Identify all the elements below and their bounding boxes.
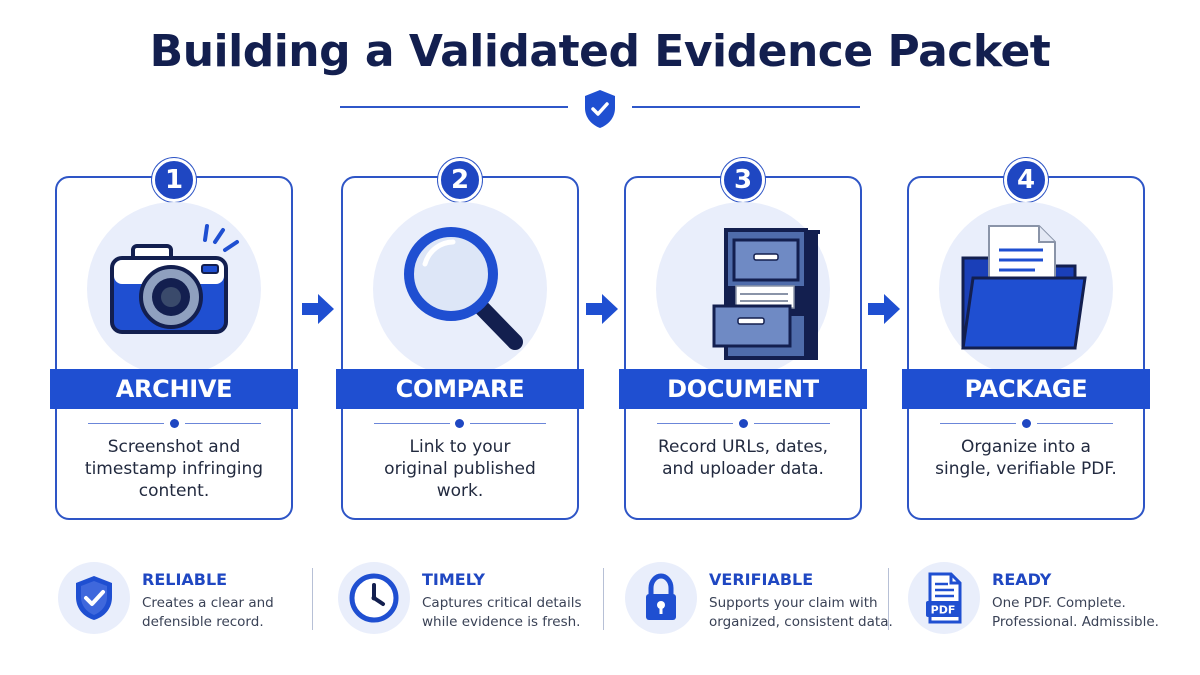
- camera-icon: [110, 224, 239, 334]
- pdf-label: PDF: [931, 604, 956, 617]
- icon-background: [939, 202, 1113, 376]
- step-card-archive: 1: [55, 158, 293, 520]
- padlock-icon: [646, 573, 676, 620]
- shield-check-icon: [585, 90, 615, 128]
- benefit-ready: PDF READY One PDF. Complete.Professional…: [908, 560, 1168, 640]
- folder-icon: [961, 225, 1087, 350]
- separator: [185, 423, 261, 424]
- step-card-package: 4: [907, 158, 1145, 520]
- separator: [470, 423, 546, 424]
- arrow-right-icon: [586, 294, 618, 324]
- separator: [1037, 423, 1113, 424]
- icon-background: [625, 562, 697, 634]
- benefit-title: VERIFIABLE: [709, 570, 814, 589]
- separator-dot: [170, 419, 179, 428]
- separator: [754, 423, 830, 424]
- benefit-title: READY: [992, 570, 1052, 589]
- benefit-title: TIMELY: [422, 570, 486, 589]
- benefit-text: One PDF. Complete.Professional. Admissib…: [992, 595, 1159, 630]
- divider: [603, 568, 604, 630]
- separator-dot: [739, 419, 748, 428]
- shield-check-icon: [76, 576, 112, 620]
- step-number: 2: [438, 158, 482, 202]
- icon-background: [87, 202, 261, 376]
- step-banner-document: DOCUMENT: [619, 369, 867, 409]
- separator: [374, 423, 450, 424]
- step-number: 3: [721, 158, 765, 202]
- separator: [940, 423, 1016, 424]
- icon-background: [373, 202, 547, 376]
- step-number: 1: [152, 158, 196, 202]
- divider: [888, 568, 889, 630]
- benefit-title: RELIABLE: [142, 570, 228, 589]
- step-card-document: 3: [624, 158, 862, 520]
- step-card-compare: 2: [341, 158, 579, 520]
- divider: [312, 568, 313, 630]
- icon-background: [338, 562, 410, 634]
- clock-icon: [349, 573, 399, 623]
- step-banner-archive: ARCHIVE: [50, 369, 298, 409]
- icon-background: [656, 202, 830, 376]
- filing-cabinet-icon: [712, 228, 820, 360]
- icon-background: [58, 562, 130, 634]
- page-title: Building a Validated Evidence Packet: [149, 26, 1051, 77]
- arrow-right-icon: [302, 294, 334, 324]
- title-rule-left: [340, 106, 568, 108]
- step-banner-package: PACKAGE: [902, 369, 1150, 409]
- arrow-right-icon: [868, 294, 900, 324]
- step-banner-compare: COMPARE: [336, 369, 584, 409]
- icon-background: PDF: [908, 562, 980, 634]
- step-description: Record URLs, dates,and uploader data.: [657, 437, 829, 479]
- separator: [88, 423, 164, 424]
- magnifier-icon: [404, 227, 523, 350]
- separator: [657, 423, 733, 424]
- title-rule-right: [632, 106, 860, 108]
- separator-dot: [455, 419, 464, 428]
- pdf-file-icon: PDF: [926, 572, 962, 624]
- step-number: 4: [1004, 158, 1048, 202]
- separator-dot: [1022, 419, 1031, 428]
